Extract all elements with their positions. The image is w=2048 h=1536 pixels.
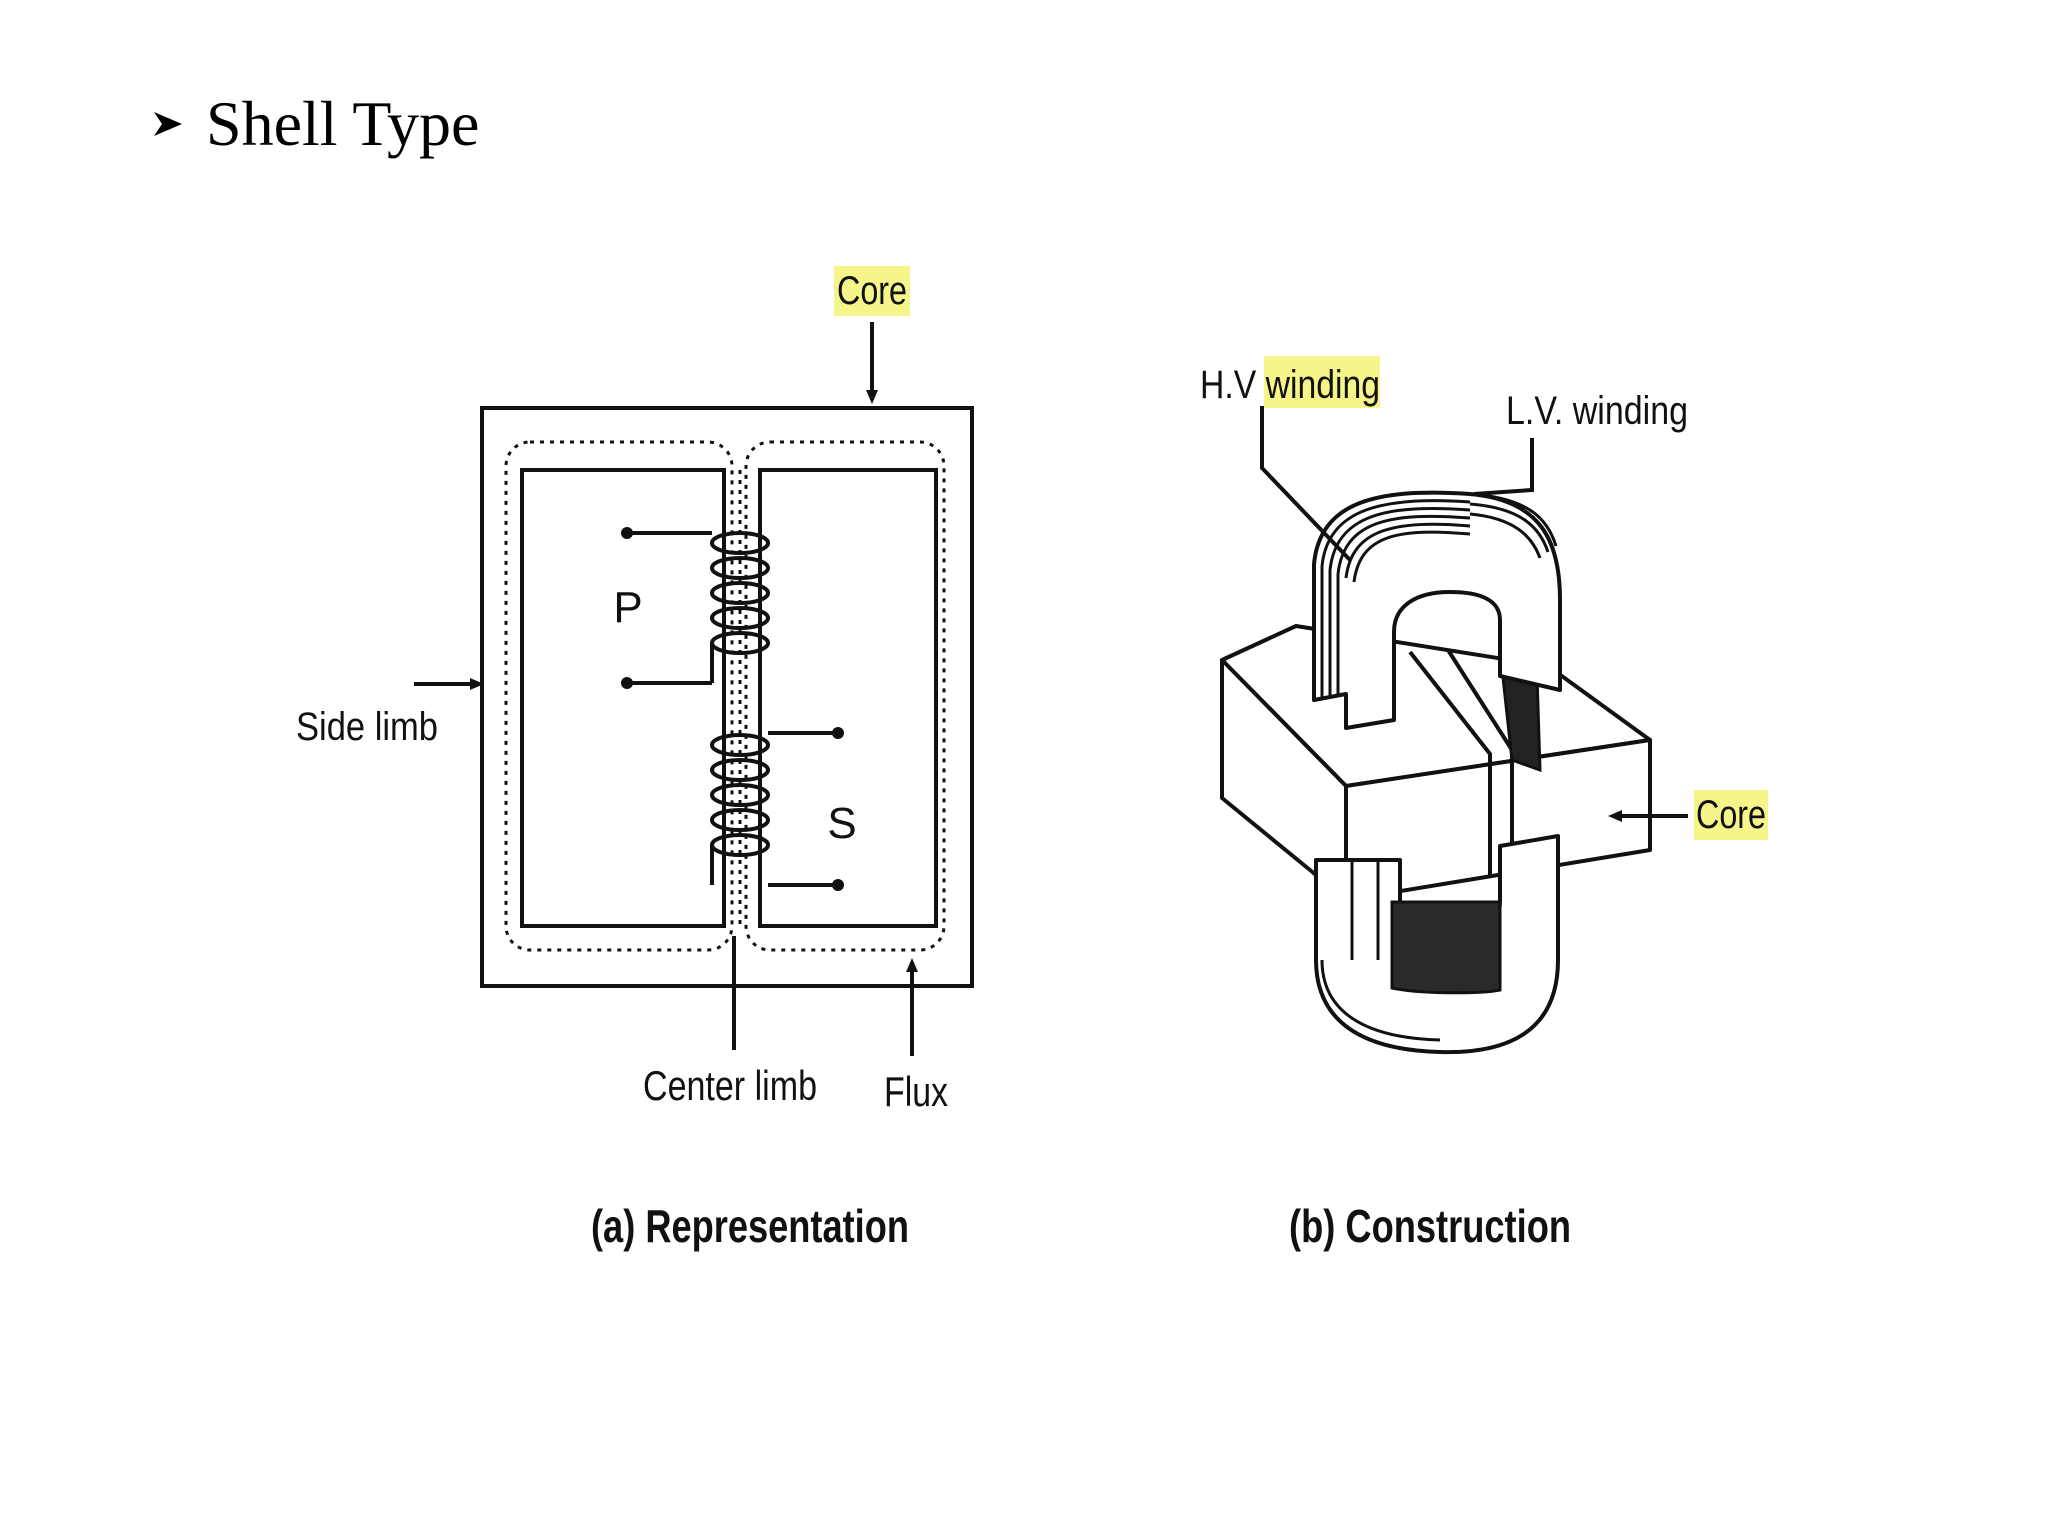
primary-winding	[628, 531, 770, 685]
primary-label: P	[613, 583, 642, 632]
side-limb-label: Side limb	[296, 705, 438, 749]
core-arrowhead-right	[1608, 810, 1622, 822]
core-label-top: Core	[837, 269, 907, 313]
lower-core-window-dark	[1390, 900, 1502, 995]
primary-terminal-bottom	[621, 677, 633, 689]
representation-caption: (a) Representation	[591, 1200, 909, 1252]
winding-turns	[1312, 492, 1558, 700]
flux-path-left	[504, 440, 734, 952]
center-limb-label: Center limb	[643, 1062, 817, 1109]
lv-winding-label: L.V. winding	[1506, 389, 1688, 433]
right-window	[758, 468, 938, 928]
slide-title: Shell Type	[206, 88, 480, 159]
lower-winding-turns	[1320, 860, 1441, 1042]
primary-terminal-top	[621, 527, 633, 539]
flux-path-right	[744, 440, 946, 952]
secondary-winding	[710, 731, 836, 887]
hv-winding-label: H.V winding	[1200, 363, 1380, 407]
flux-label: Flux	[884, 1068, 948, 1115]
construction-figure: H.V winding L.V. winding Core (b) Constr…	[1200, 356, 1768, 1252]
secondary-terminal-top	[832, 727, 844, 739]
hv-winding-highlight	[1264, 356, 1380, 408]
core-label-right: Core	[1696, 793, 1766, 837]
hv-winding-pointer	[1260, 406, 1352, 562]
construction-caption: (b) Construction	[1289, 1200, 1571, 1252]
representation-figure: P S Core Side limb	[296, 266, 974, 1252]
core-slot-left	[1408, 650, 1492, 876]
secondary-label: S	[827, 799, 856, 848]
slide-heading: Shell Type	[150, 92, 479, 156]
left-window	[520, 468, 726, 928]
side-limb-arrowhead	[470, 678, 484, 690]
core-arrowhead-top	[866, 390, 878, 404]
winding-arch	[1312, 490, 1562, 730]
lv-winding-pointer	[1473, 438, 1534, 496]
arrow-bullet-icon	[154, 112, 182, 136]
upper-winding	[1312, 490, 1562, 730]
flux-arrowhead	[906, 958, 918, 972]
core-right-highlight	[1694, 790, 1768, 840]
secondary-terminal-bottom	[832, 879, 844, 891]
outer-core-frame	[480, 406, 974, 988]
core-label-highlight	[834, 266, 910, 316]
